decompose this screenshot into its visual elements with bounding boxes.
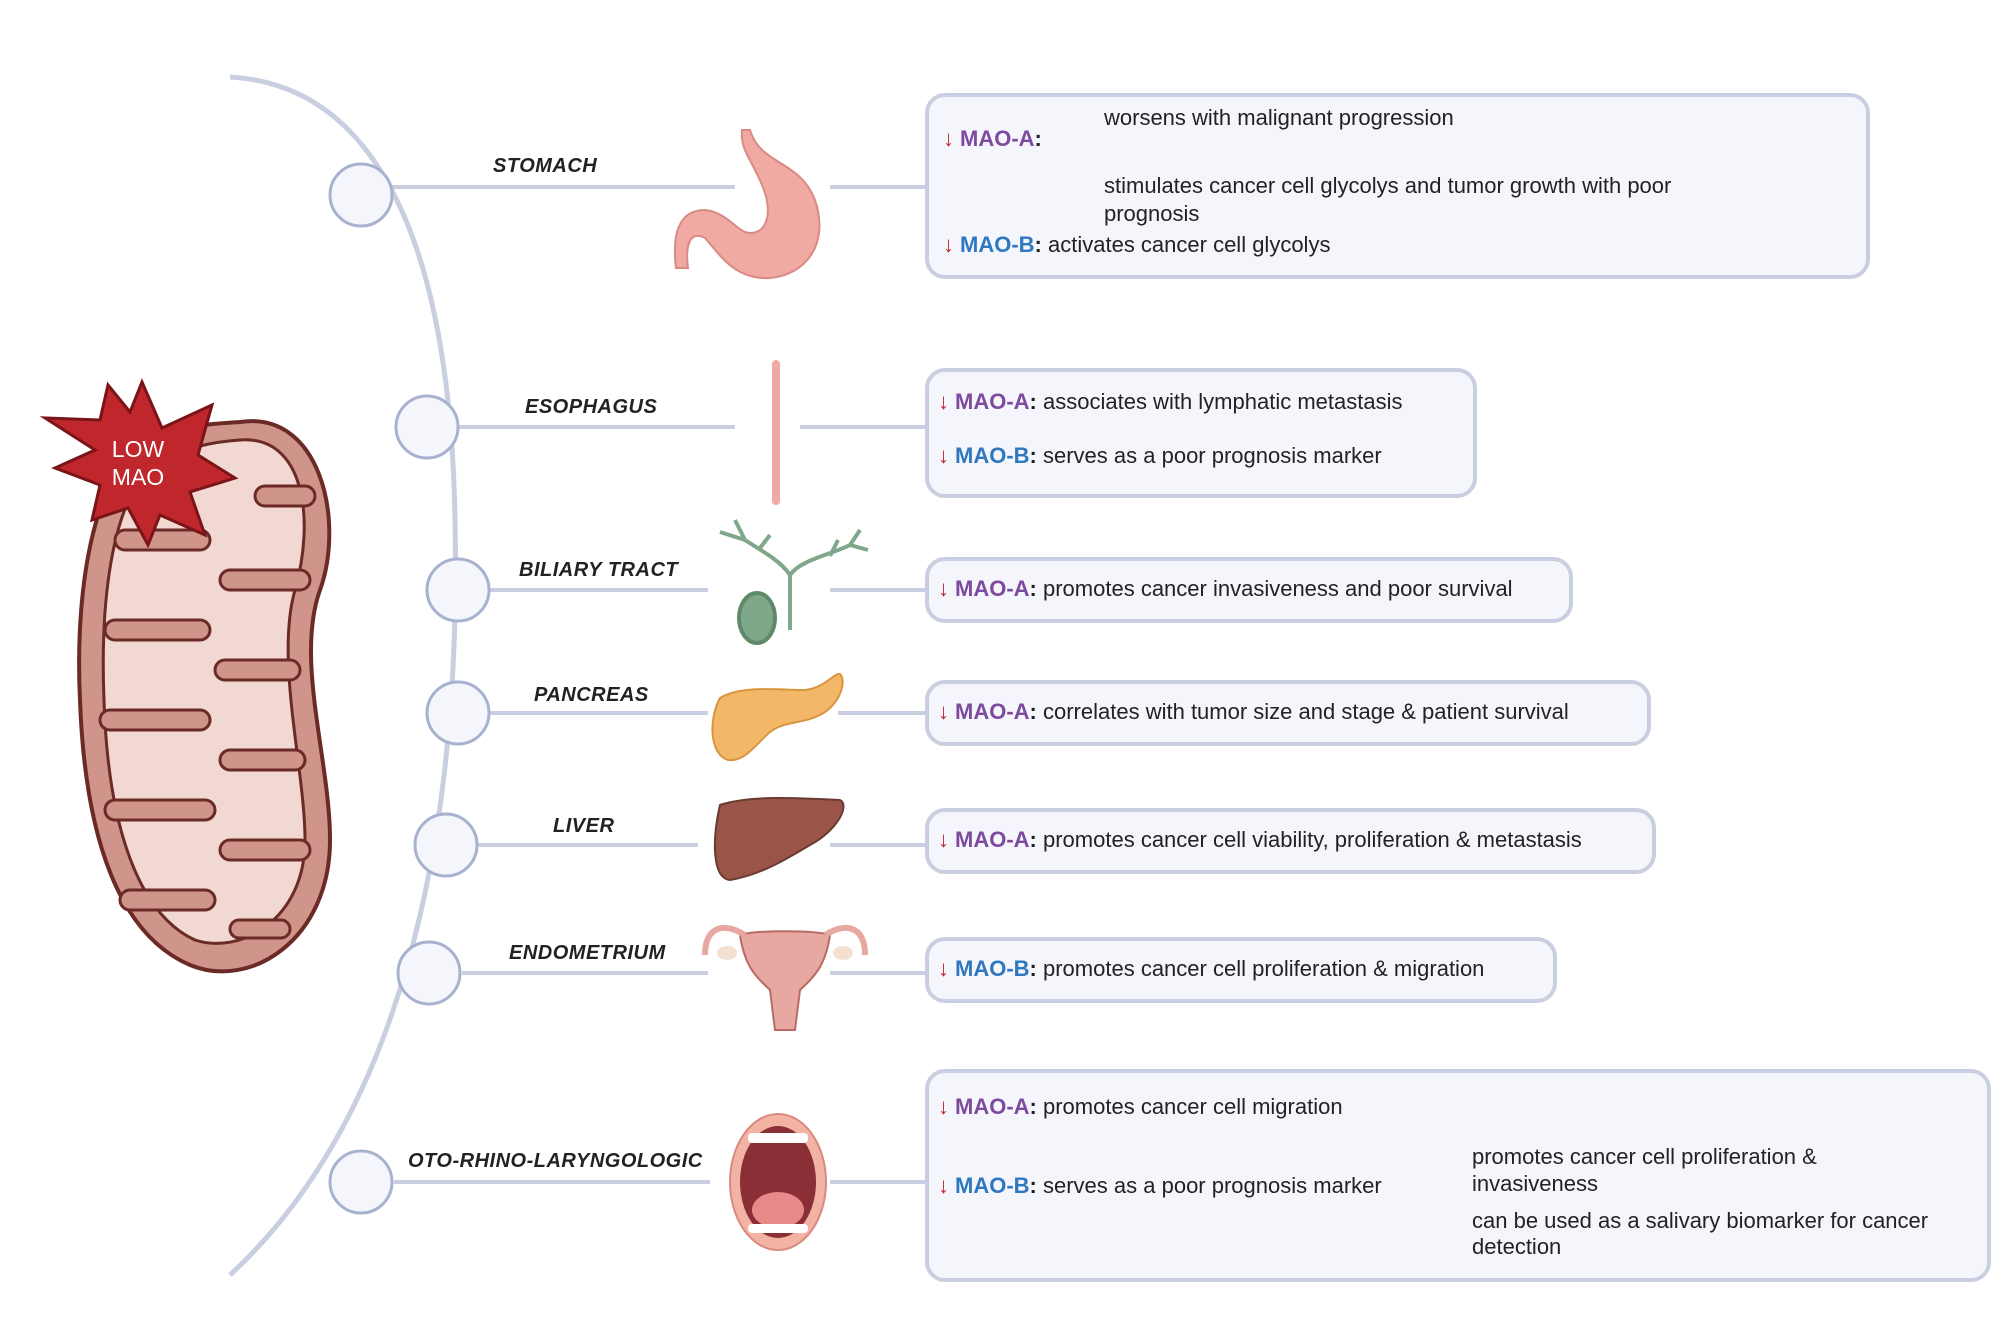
node-stomach xyxy=(328,162,394,228)
organ-label-endometrium: ENDOMETRIUM xyxy=(509,942,666,964)
down-arrow-icon: ↓ xyxy=(938,699,949,724)
timeline-nodes xyxy=(328,162,491,1215)
node-liver xyxy=(413,812,479,878)
orl-mao-a-effect: promotes cancer cell migration xyxy=(1043,1094,1343,1119)
mao-a-label: MAO-A xyxy=(955,827,1030,852)
down-arrow-icon: ↓ xyxy=(938,827,949,852)
stomach-mao-a-row: ↓MAO-A: xyxy=(943,126,1042,151)
stomach-icon xyxy=(673,129,821,280)
stomach-mao-b-effect: activates cancer cell glycolys xyxy=(1048,232,1331,257)
organ-label-esophagus: ESOPHAGUS xyxy=(525,396,658,418)
stomach-mao-a-effect-2: stimulates cancer cell glycolys and tumo… xyxy=(1104,173,1672,198)
pancreas-mao-a-effect: correlates with tumor size and stage & p… xyxy=(1043,699,1569,724)
effect-box-stomach xyxy=(925,93,1870,279)
orl-mao-b-row: ↓MAO-B: serves as a poor prognosis marke… xyxy=(938,1173,1382,1198)
mao-a-label: MAO-A xyxy=(955,1094,1030,1119)
orl-mao-b-sub-1-cont: invasiveness xyxy=(1472,1171,1598,1196)
low-mao-badge: LOW MAO xyxy=(98,435,178,491)
biliary-tract-icon xyxy=(719,519,869,645)
organ-label-pancreas: PANCREAS xyxy=(534,684,649,706)
orl-mao-b-sub-1: promotes cancer cell proliferation & xyxy=(1472,1144,1817,1169)
down-arrow-icon: ↓ xyxy=(938,443,949,468)
low-mao-line-1: LOW xyxy=(111,436,165,462)
liver-mao-a-effect: promotes cancer cell viability, prolifer… xyxy=(1043,827,1582,852)
effect-box-pancreas xyxy=(925,680,1651,746)
down-arrow-icon: ↓ xyxy=(938,1173,949,1198)
mao-a-label: MAO-A xyxy=(960,126,1035,151)
endometrium-mao-b-row: ↓MAO-B: promotes cancer cell proliferati… xyxy=(938,956,1485,981)
low-mao-line-2: MAO xyxy=(111,464,165,490)
down-arrow-icon: ↓ xyxy=(943,126,954,151)
orl-mao-b-sub-2: can be used as a salivary biomarker for … xyxy=(1472,1208,1929,1233)
effect-box-biliary-tract xyxy=(925,557,1573,623)
mao-b-label: MAO-B xyxy=(960,232,1035,257)
effect-box-endometrium xyxy=(925,937,1557,1003)
esophagus-mao-b-effect: serves as a poor prognosis marker xyxy=(1043,443,1382,468)
low-mao-starburst xyxy=(39,378,239,549)
effect-box-liver xyxy=(925,808,1656,874)
node-orl xyxy=(328,1149,394,1215)
effect-box-esophagus xyxy=(925,368,1477,498)
orl-mao-b-effect: serves as a poor prognosis marker xyxy=(1043,1173,1382,1198)
mao-a-label: MAO-A xyxy=(955,389,1030,414)
orl-mao-b-sub-2-cont: detection xyxy=(1472,1234,1562,1259)
node-endometrium xyxy=(396,940,462,1006)
mao-a-label: MAO-A xyxy=(955,699,1030,724)
organ-label-liver: LIVER xyxy=(553,815,615,837)
mao-b-label: MAO-B xyxy=(955,443,1030,468)
esophagus-mao-b-row: ↓MAO-B: serves as a poor prognosis marke… xyxy=(938,443,1382,468)
endometrium-mao-b-effect: promotes cancer cell proliferation & mig… xyxy=(1043,956,1485,981)
mao-b-label: MAO-B xyxy=(955,1173,1030,1198)
mouth-icon xyxy=(729,1113,827,1251)
uterus-icon xyxy=(702,924,868,1031)
liver-mao-a-row: ↓MAO-A: promotes cancer cell viability, … xyxy=(938,827,1582,852)
organ-label-stomach: STOMACH xyxy=(493,155,598,177)
liver-icon xyxy=(713,796,845,882)
esophagus-icon xyxy=(772,360,780,505)
down-arrow-icon: ↓ xyxy=(943,232,954,257)
esophagus-mao-a-effect: associates with lymphatic metastasis xyxy=(1043,389,1403,414)
mitochondrion-icon xyxy=(77,419,333,974)
connector-lines xyxy=(392,185,925,1184)
stomach-mao-a-effect-1: worsens with malignant progression xyxy=(1104,105,1454,130)
pancreas-mao-a-row: ↓MAO-A: correlates with tumor size and s… xyxy=(938,699,1569,724)
stomach-mao-a-effect-2-cont: prognosis xyxy=(1104,201,1200,226)
down-arrow-icon: ↓ xyxy=(938,1094,949,1119)
pancreas-icon xyxy=(711,672,844,762)
node-pancreas xyxy=(425,680,491,746)
down-arrow-icon: ↓ xyxy=(938,576,949,601)
biliary-mao-a-row: ↓MAO-A: promotes cancer invasiveness and… xyxy=(938,576,1513,601)
down-arrow-icon: ↓ xyxy=(938,389,949,414)
node-biliary-tract xyxy=(425,557,491,623)
organ-label-biliary-tract: BILIARY TRACT xyxy=(519,559,679,581)
organ-label-orl: OTO-RHINO-LARYNGOLOGIC xyxy=(408,1150,703,1172)
mao-b-label: MAO-B xyxy=(955,956,1030,981)
stomach-mao-b-row: ↓MAO-B: activates cancer cell glycolys xyxy=(943,232,1331,257)
timeline-arc xyxy=(228,74,458,1277)
down-arrow-icon: ↓ xyxy=(938,956,949,981)
orl-mao-a-row: ↓MAO-A: promotes cancer cell migration xyxy=(938,1094,1343,1119)
mao-a-label: MAO-A xyxy=(955,576,1030,601)
esophagus-mao-a-row: ↓MAO-A: associates with lymphatic metast… xyxy=(938,389,1403,414)
node-esophagus xyxy=(394,394,460,460)
biliary-mao-a-effect: promotes cancer invasiveness and poor su… xyxy=(1043,576,1513,601)
effect-box-orl xyxy=(925,1069,1991,1282)
